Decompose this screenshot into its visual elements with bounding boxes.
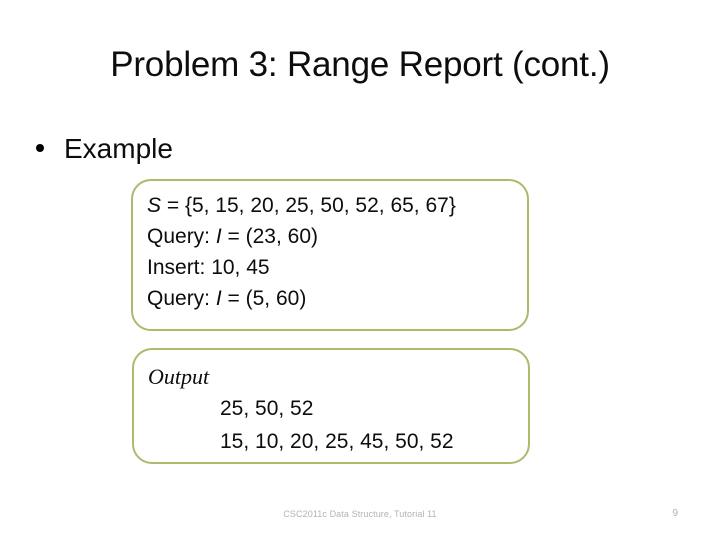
input-line-query-2: Query: I = (5, 60) <box>147 283 519 314</box>
output-callout-box: Output 25, 50, 52 15, 10, 20, 25, 45, 50… <box>132 348 530 464</box>
set-values: = {5, 15, 20, 25, 50, 52, 65, 67} <box>161 194 456 217</box>
query-interval-2: = (5, 60) <box>221 287 307 310</box>
set-symbol: S <box>147 194 162 217</box>
input-callout-box: S = {5, 15, 20, 25, 50, 52, 65, 67} Quer… <box>131 179 529 331</box>
output-value-line-1: 25, 50, 52 <box>220 397 314 420</box>
query-interval-1: = (23, 60) <box>221 225 319 248</box>
output-callout-lines: Output 25, 50, 52 15, 10, 20, 25, 45, 50… <box>148 361 520 458</box>
output-value-line-2: 15, 10, 20, 25, 45, 50, 52 <box>220 430 454 453</box>
query-label-2: Query: <box>147 287 216 310</box>
interval-symbol-1: I <box>215 225 222 248</box>
interval-symbol-2: I <box>215 287 222 310</box>
bullet-point-icon <box>36 144 44 152</box>
query-label-1: Query: <box>147 225 216 248</box>
page-title: Problem 3: Range Report (cont.) <box>110 45 610 84</box>
slide-footer-note: CSC2011c Data Structure, Tutorial 11 <box>283 509 437 519</box>
bullet-item-example: Example <box>36 132 173 166</box>
input-callout-lines: S = {5, 15, 20, 25, 50, 52, 65, 67} Quer… <box>147 190 519 314</box>
output-heading: Output <box>148 364 210 389</box>
bullet-item-label: Example <box>64 133 173 164</box>
input-line-query-1: Query: I = (23, 60) <box>147 221 519 252</box>
input-line-insert: Insert: 10, 45 <box>147 256 270 279</box>
slide-page-number: 9 <box>672 508 678 519</box>
input-line-set: S = {5, 15, 20, 25, 50, 52, 65, 67} <box>147 190 519 221</box>
